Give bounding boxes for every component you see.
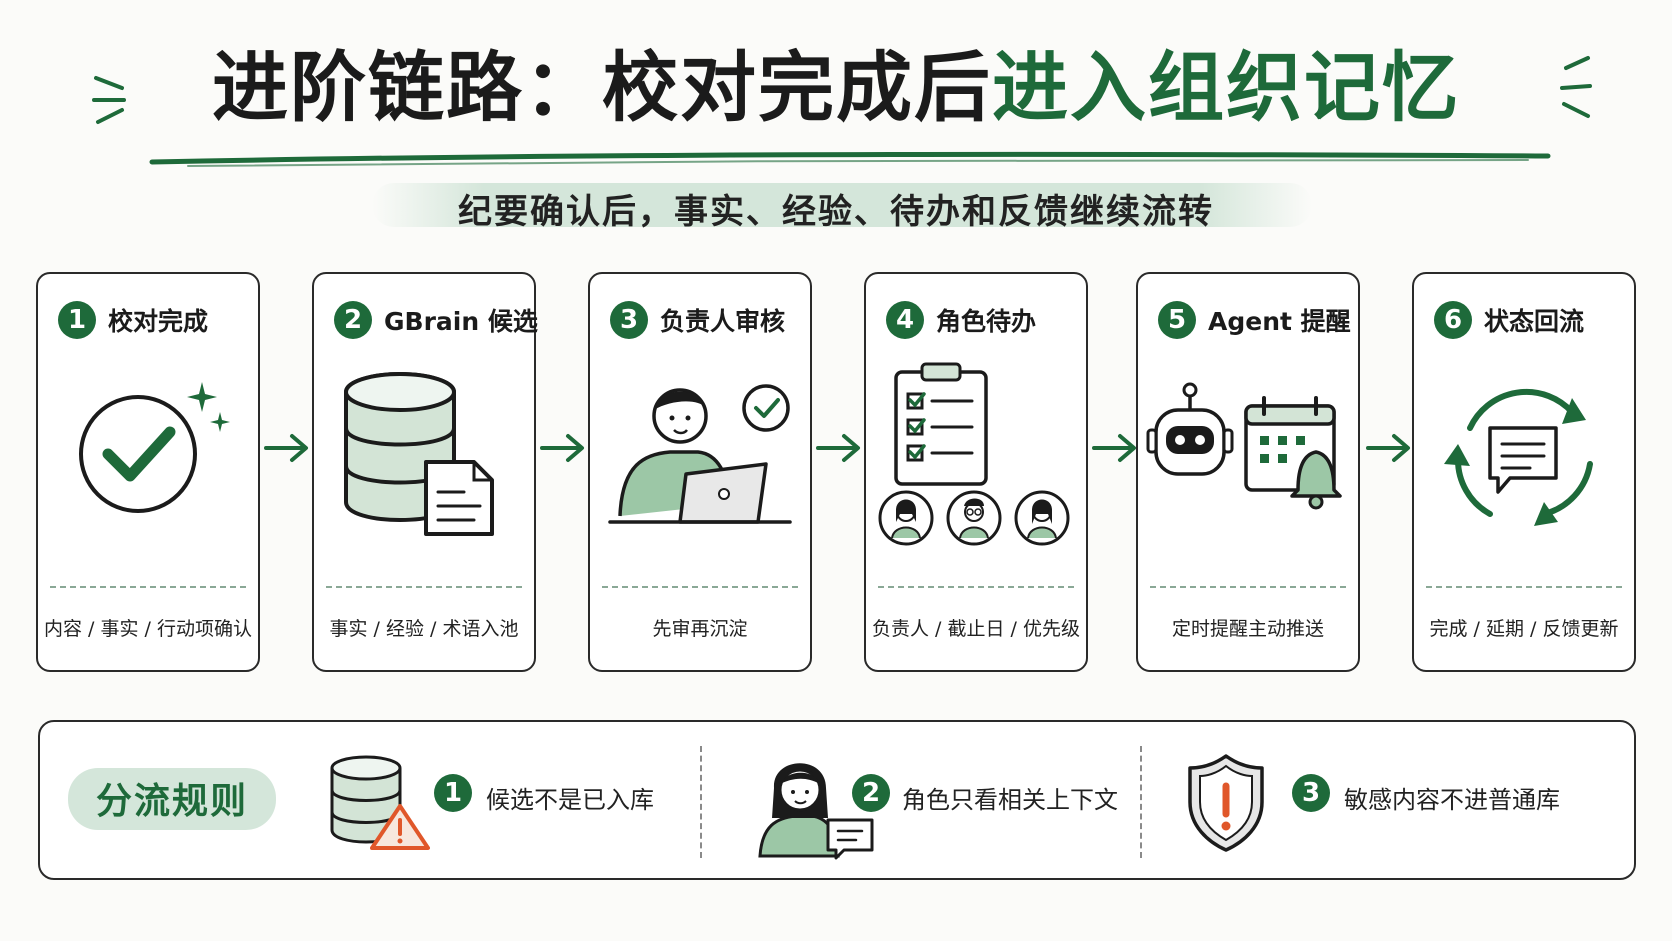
- step-card-2: 2 GBrain 候选 事实 / 经验 / 术语入池: [312, 272, 538, 672]
- robot-calendar-bell-icon: [1146, 382, 1342, 510]
- rule-number: 3: [1292, 774, 1330, 812]
- step-divider: [50, 586, 246, 588]
- step-number: 1: [58, 301, 96, 339]
- refresh-message-icon: [1444, 388, 1593, 526]
- clipboard-people-icon: [878, 362, 1070, 546]
- subtitle-highlight: [372, 183, 1312, 227]
- step-card-1: 1 校对完成 内容 / 事实 / 行动项确认: [36, 272, 260, 672]
- step-header: 1 校对完成: [58, 298, 252, 342]
- rule-text: 敏感内容不进普通库: [1344, 786, 1560, 814]
- arrow-right-icon: [264, 434, 308, 462]
- step-divider: [878, 586, 1074, 588]
- title-underline: [149, 151, 1551, 167]
- rule-text: 角色只看相关上下文: [902, 786, 1118, 814]
- step-divider: [1426, 586, 1622, 588]
- subtitle: 纪要确认后，事实、经验、待办和反馈继续流转: [458, 192, 1214, 232]
- step-footer: 定时提醒主动推送: [1171, 618, 1324, 640]
- step-number: 3: [610, 301, 648, 339]
- rules-title: 分流规则: [95, 781, 248, 822]
- step-divider: [602, 586, 798, 588]
- step-number: 2: [334, 301, 372, 339]
- arrow-right-icon: [540, 434, 584, 462]
- step-number: 6: [1434, 301, 1472, 339]
- step-footer: 负责人 / 截止日 / 优先级: [872, 618, 1080, 640]
- step-title: GBrain 候选: [384, 307, 538, 336]
- step-card-5: 5 Agent 提醒 定时提醒主动推送: [1136, 272, 1360, 672]
- rule-separator: [700, 746, 702, 858]
- step-footer: 先审再沉淀: [652, 618, 748, 640]
- page-title: 进阶链路：校对完成后进入组织记忆: [0, 50, 1672, 126]
- rule-separator: [1140, 746, 1142, 858]
- step-card-4: 4 角色待办 负责人 / 截止日 / 优先级: [864, 272, 1088, 672]
- rule-text: 候选不是已入库: [486, 786, 654, 814]
- step-footer: 事实 / 经验 / 术语入池: [329, 618, 519, 640]
- step-title: Agent 提醒: [1208, 307, 1351, 336]
- rules-title-highlight: [68, 768, 276, 830]
- step-number: 5: [1158, 301, 1196, 339]
- step-footer: 内容 / 事实 / 行动项确认: [44, 618, 252, 640]
- shield-alert-icon: [1188, 754, 1264, 852]
- step-title: 角色待办: [936, 307, 1037, 336]
- rule-number: 2: [852, 774, 890, 812]
- step-card-6: 6 状态回流 完成 / 延期 / 反馈更新: [1412, 272, 1636, 672]
- database-warning-icon: [330, 755, 430, 850]
- step-header: 5 Agent 提醒: [1158, 298, 1352, 342]
- arrow-right-icon: [816, 434, 860, 462]
- step-title: 校对完成: [108, 307, 209, 336]
- step-header: 4 角色待办: [886, 298, 1080, 342]
- database-document-icon: [344, 372, 494, 536]
- person-chat-icon: [758, 763, 874, 860]
- spark-lines-left-icon: [92, 76, 126, 124]
- step-header: 3 负责人审核: [610, 298, 804, 342]
- step-divider: [326, 586, 522, 588]
- arrow-right-icon: [1092, 434, 1136, 462]
- check-circle-icon: [79, 382, 230, 513]
- step-card-3: 3 负责人审核 先审再沉淀: [588, 272, 812, 672]
- step-header: 6 状态回流: [1434, 298, 1628, 342]
- step-footer: 完成 / 延期 / 反馈更新: [1429, 618, 1619, 640]
- title-prefix: 进阶链路：校对完成后: [212, 43, 992, 132]
- step-number: 4: [886, 301, 924, 339]
- rule-number: 1: [434, 774, 472, 812]
- step-title: 负责人审核: [660, 307, 786, 336]
- step-title: 状态回流: [1484, 307, 1585, 336]
- title-highlight: 进入组织记忆: [992, 43, 1460, 132]
- step-divider: [1150, 586, 1346, 588]
- spark-lines-right-icon: [1560, 56, 1592, 118]
- reviewer-laptop-icon: [608, 384, 792, 524]
- arrow-right-icon: [1366, 434, 1410, 462]
- step-header: 2 GBrain 候选: [334, 298, 538, 342]
